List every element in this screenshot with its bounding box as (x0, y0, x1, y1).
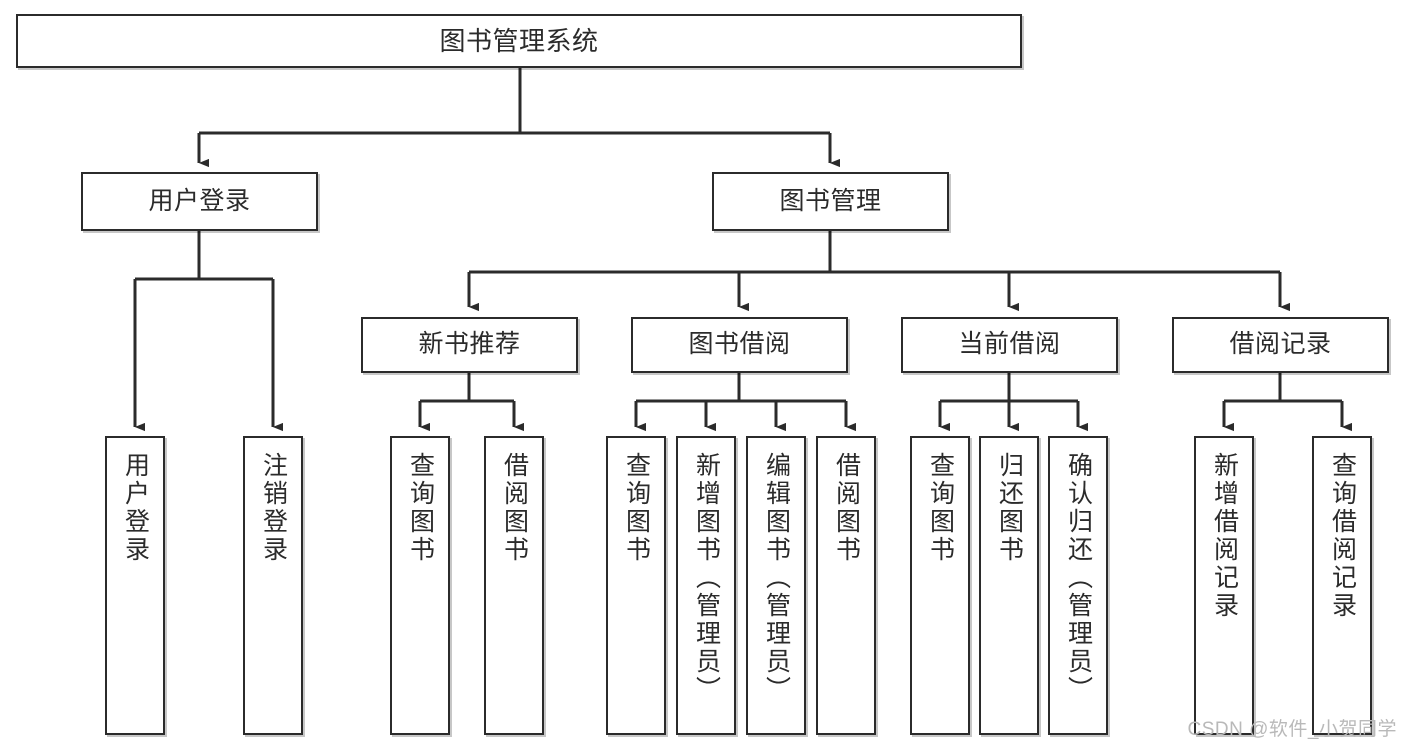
leaf-user-login-logout[interactable]: 注销登录 (243, 436, 303, 735)
leaf-borrow-record-query-record[interactable]: 查询借阅记录 (1312, 436, 1372, 735)
csdn-watermark: CSDN @软件_小贺同学 (1187, 719, 1397, 740)
node-label: 确认归还（管理员） (1064, 452, 1093, 704)
node-label: 当前借阅 (958, 330, 1061, 359)
node-borrow-record[interactable]: 借阅记录 (1172, 317, 1389, 373)
node-label: 借阅图书 (500, 452, 529, 564)
node-label: 用户登录 (121, 452, 150, 564)
node-root-book-management-system[interactable]: 图书管理系统 (16, 14, 1022, 68)
node-current-borrow[interactable]: 当前借阅 (901, 317, 1118, 373)
leaf-current-borrow-confirm-return-admin[interactable]: 确认归还（管理员） (1048, 436, 1108, 735)
leaf-book-borrow-query-book[interactable]: 查询图书 (606, 436, 666, 735)
leaf-book-borrow-edit-book-admin[interactable]: 编辑图书（管理员） (746, 436, 806, 735)
node-new-book-recommend[interactable]: 新书推荐 (361, 317, 578, 373)
node-label: 查询图书 (406, 452, 435, 564)
node-label: 编辑图书（管理员） (762, 452, 791, 704)
node-label: 用户登录 (148, 186, 251, 215)
node-label: 借阅记录 (1229, 330, 1332, 359)
leaf-borrow-record-add-record[interactable]: 新增借阅记录 (1194, 436, 1254, 735)
node-book-borrow[interactable]: 图书借阅 (631, 317, 848, 373)
leaf-new-book-borrow-book[interactable]: 借阅图书 (484, 436, 544, 735)
node-label: 查询图书 (926, 452, 955, 564)
node-label: 查询借阅记录 (1328, 452, 1357, 620)
leaf-book-borrow-add-book-admin[interactable]: 新增图书（管理员） (676, 436, 736, 735)
node-label: 借阅图书 (832, 452, 861, 564)
node-label: 注销登录 (259, 452, 288, 564)
node-label: 新增图书（管理员） (692, 452, 721, 704)
leaf-current-borrow-query-book[interactable]: 查询图书 (910, 436, 970, 735)
node-book-management[interactable]: 图书管理 (712, 172, 949, 231)
node-label: 新书推荐 (418, 330, 521, 359)
node-user-login[interactable]: 用户登录 (81, 172, 318, 231)
node-label: 图书管理系统 (439, 25, 599, 56)
leaf-current-borrow-return-book[interactable]: 归还图书 (979, 436, 1039, 735)
leaf-new-book-query-book[interactable]: 查询图书 (390, 436, 450, 735)
leaf-user-login-login[interactable]: 用户登录 (105, 436, 165, 735)
node-label: 归还图书 (995, 452, 1024, 564)
node-label: 图书借阅 (688, 330, 791, 359)
node-label: 图书管理 (779, 186, 882, 215)
leaf-book-borrow-borrow-book[interactable]: 借阅图书 (816, 436, 876, 735)
node-label: 查询图书 (622, 452, 651, 564)
node-label: 新增借阅记录 (1210, 452, 1239, 620)
